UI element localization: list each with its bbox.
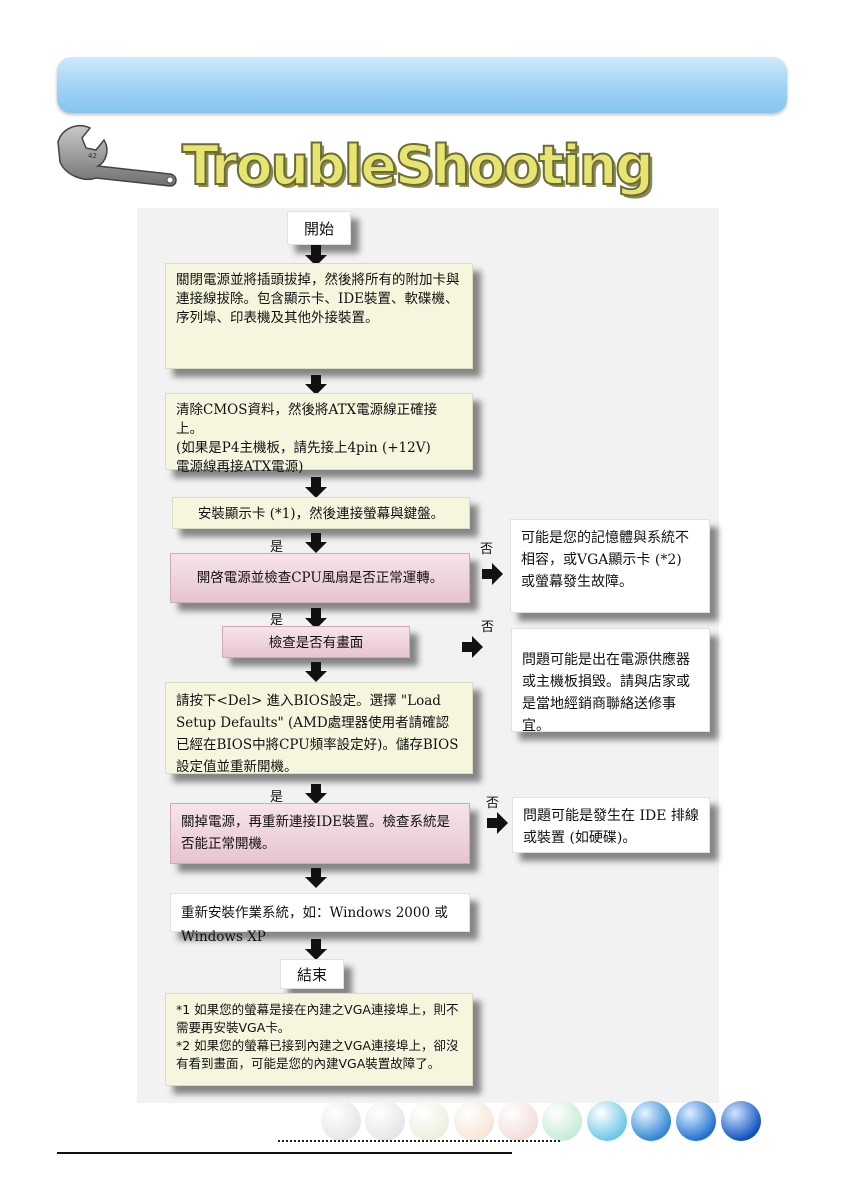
footnotes: *1 如果您的螢幕是接在內建之VGA連接埠上，則不需要再安裝VGA卡。 *2 如… [165,993,473,1086]
step-check-display: 檢查是否有畫面 [222,626,410,658]
flow-end: 結束 [280,959,344,989]
footnote-1: *1 如果您的螢幕是接在內建之VGA連接埠上，則不需要再安裝VGA卡。 [176,1002,459,1035]
step-install-vga: 安裝顯示卡 (*1)，然後連接螢幕與鍵盤。 [172,497,470,529]
step-bios: 請按下<Del> 進入BIOS設定。選擇 "Load Setup Default… [165,682,473,775]
flow-start: 開始 [287,211,351,245]
decorative-circle-icon [454,1101,494,1141]
decorative-circle-icon [676,1101,716,1141]
step-power-on: 開啓電源並檢查CPU風扇是否正常運轉。 [170,553,470,603]
decorative-circle-icon [721,1101,761,1141]
step-clear-cmos-line1: 清除CMOS資料，然後將ATX電源線正確接上。 [176,402,438,437]
step-reinstall-os: 重新安裝作業系統，如：Windows 2000 或 Windows XP [170,893,470,945]
side-ide-cable: 問題可能是發生在 IDE 排線或裝置 (如硬碟)。 [512,797,710,853]
side-power-supply: 問題可能是出在電源供應器或主機板損毀。請與店家或是當地經銷商聯絡送修事宜。 [511,628,710,734]
step-clear-cmos: 清除CMOS資料，然後將ATX電源線正確接上。 (如果是P4主機板，請先接上4p… [165,393,473,475]
footer-dotted-line [278,1140,560,1142]
decorative-circle-icon [631,1101,671,1141]
header-banner [57,57,787,113]
decorative-circle-icon [542,1101,582,1141]
no-label: 否 [481,620,495,635]
decorative-circles [321,1101,761,1141]
step-clear-cmos-line2: (如果是P4主機板，請先接上4pin (+12V) [176,440,431,456]
wrench-icon: 42 [57,124,177,187]
svg-text:42: 42 [88,152,97,160]
decorative-circle-icon [587,1101,627,1141]
step-clear-cmos-line3: 電源線再接ATX電源) [176,459,304,475]
decorative-circle-icon [365,1101,405,1141]
step-reconnect-ide: 關掉電源，再重新連接IDE裝置。檢查系統是否能正常開機。 [170,803,470,864]
decorative-circle-icon [321,1101,361,1141]
page-title: TroubleShooting [181,133,655,198]
yes-label: 是 [270,790,284,805]
step-unplug: 關閉電源並將插頭拔掉，然後將所有的附加卡與連接線拔除。包含顯示卡、IDE裝置、軟… [165,263,473,369]
footer-rule [57,1152,512,1154]
footnote-2: *2 如果您的螢幕已接到內建之VGA連接埠上，卻沒有看到畫面，可能是您的內建VG… [176,1038,459,1071]
side-memory: 可能是您的記憶體與系統不相容，或VGA顯示卡 (*2) 或螢幕發生故障。 [510,519,710,613]
yes-label: 是 [270,540,284,555]
no-label: 否 [486,796,500,811]
yes-label: 是 [270,613,284,628]
decorative-circle-icon [498,1101,538,1141]
decorative-circle-icon [409,1101,449,1141]
no-label: 否 [480,542,494,557]
